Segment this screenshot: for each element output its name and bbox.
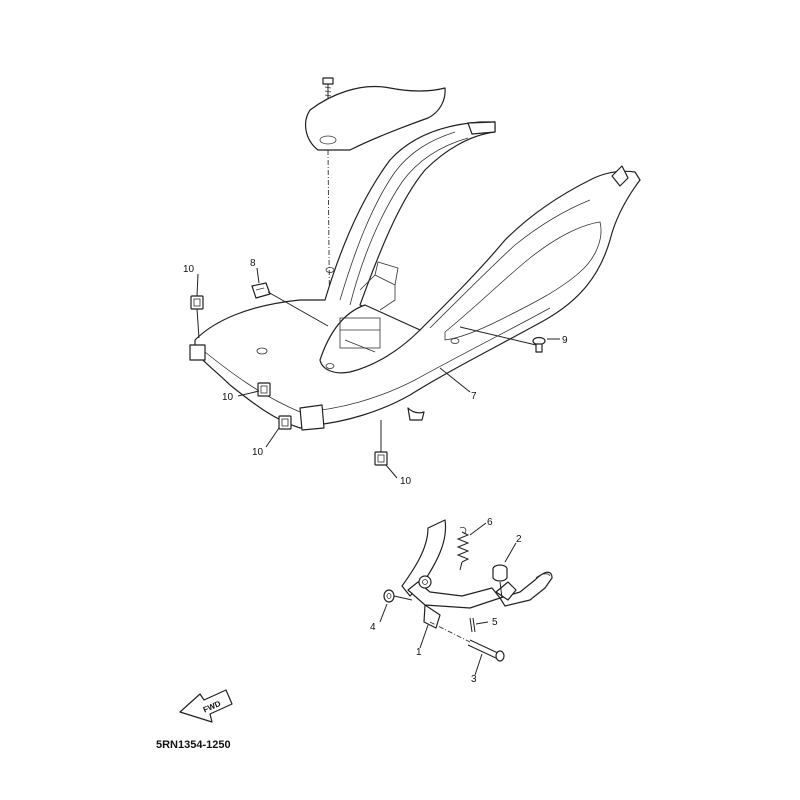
callout-2: 2 xyxy=(516,534,522,545)
callout-4: 4 xyxy=(370,622,376,633)
bolt-top xyxy=(322,77,334,98)
clip-nut-c xyxy=(278,415,292,430)
callout-10-bottom: 10 xyxy=(400,476,412,487)
seat-cover-part xyxy=(304,85,446,151)
fwd-arrow-icon: FWD xyxy=(179,689,233,723)
clip-nut-b xyxy=(257,382,271,397)
footrest-board-part xyxy=(189,121,641,431)
callout-6: 6 xyxy=(487,517,493,528)
spring-part-6 xyxy=(456,527,470,571)
callout-1: 1 xyxy=(416,647,422,658)
pin-part-5 xyxy=(469,617,476,633)
screw-part-9 xyxy=(459,326,546,353)
shaft-part-3 xyxy=(429,621,505,662)
callout-7: 7 xyxy=(471,391,477,402)
leader-lines xyxy=(196,267,560,676)
callout-9: 9 xyxy=(562,335,568,346)
diagram-code: 5RN1354-1250 xyxy=(156,739,231,751)
callout-5: 5 xyxy=(492,617,498,628)
callout-3: 3 xyxy=(471,674,477,685)
nut-part-8 xyxy=(251,282,329,327)
callout-10-left-mid: 10 xyxy=(222,392,234,403)
collar-part-2 xyxy=(492,564,508,599)
callout-10-left-low: 10 xyxy=(252,447,264,458)
clip-nut-d xyxy=(374,420,388,466)
clip-nut-a xyxy=(190,295,204,339)
callout-8: 8 xyxy=(250,258,256,269)
main-stand-part xyxy=(401,519,553,629)
callout-10-left-top: 10 xyxy=(183,264,195,275)
washer-part-4 xyxy=(383,589,413,603)
